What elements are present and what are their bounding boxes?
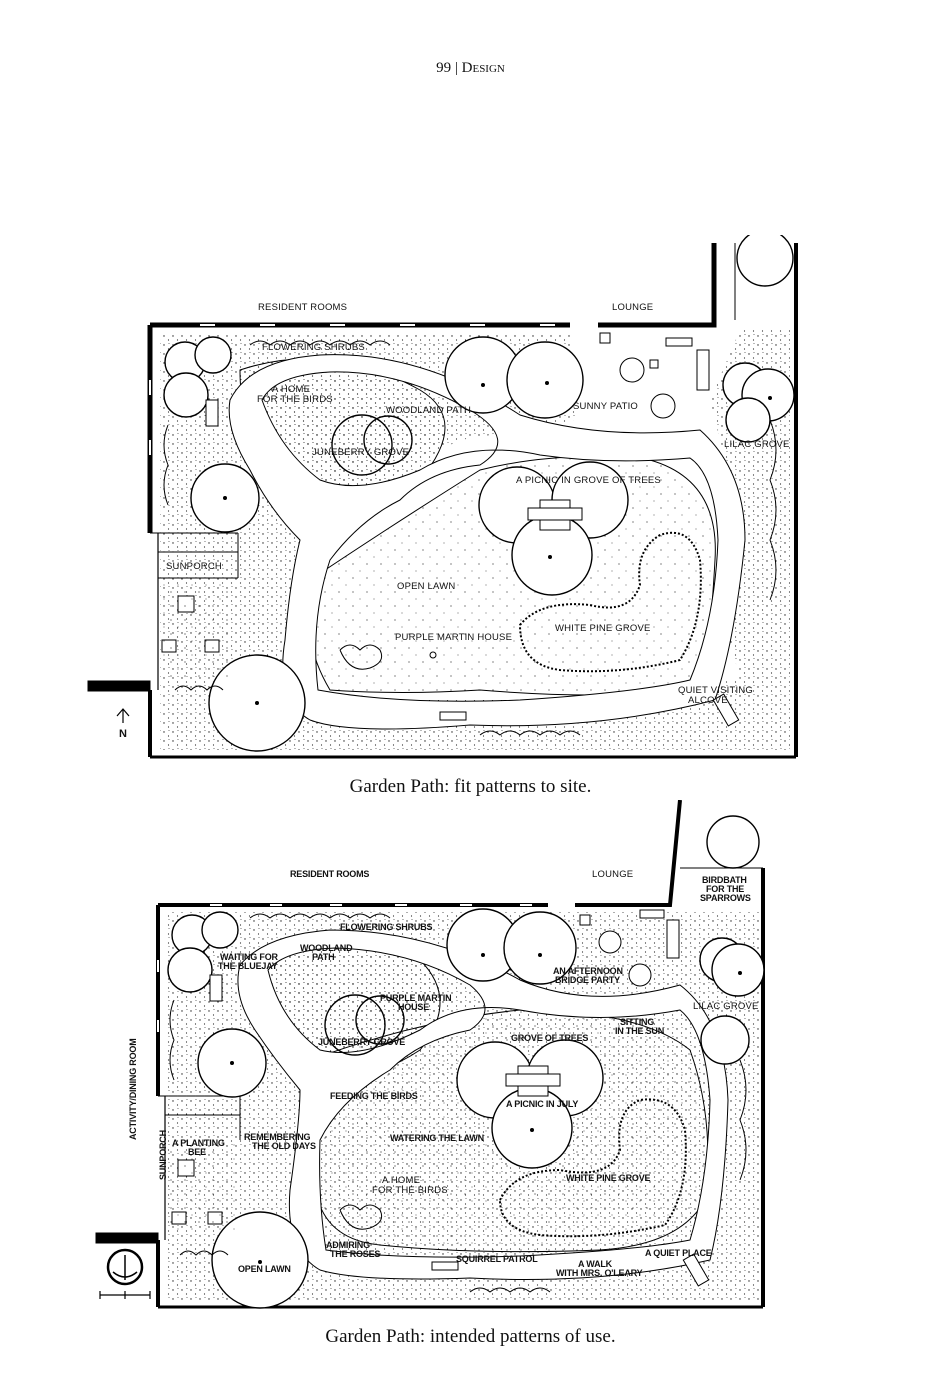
label-open-lawn: OPEN LAWN bbox=[397, 581, 455, 592]
label-resident-rooms: RESIDENT ROOMS bbox=[258, 302, 347, 313]
label-grove-of-trees-2: GROVE OF TREES bbox=[511, 1033, 588, 1043]
label-white-pine-grove: WHITE PINE GROVE bbox=[555, 623, 651, 634]
label-juneberry-grove-2: JUNEBERRY GROVE bbox=[318, 1037, 405, 1047]
windows bbox=[149, 324, 555, 455]
label-purple-martin-line2: HOUSE bbox=[398, 1002, 429, 1012]
label-woodland-path-line1: WOODLAND bbox=[300, 943, 353, 953]
label-resident-rooms-2: RESIDENT ROOMS bbox=[290, 869, 369, 879]
header-separator: | bbox=[454, 60, 458, 76]
white-pine-grove-shape-2 bbox=[498, 1098, 687, 1238]
garden-plan-fit-patterns: RESIDENT ROOMS LOUNGE FLOWERING SHRUBS A… bbox=[87, 235, 798, 759]
label-birdbath-line3: SPARROWS bbox=[700, 893, 751, 903]
garden-plan-intended-use: RESIDENT ROOMS LOUNGE BIRDBATH FOR THE S… bbox=[95, 800, 765, 1309]
label-purple-martin-house: PURPLE MARTIN HOUSE bbox=[395, 632, 512, 643]
tree-centers bbox=[223, 381, 772, 705]
tree-centers-2 bbox=[230, 953, 742, 1264]
label-white-pine-grove-2: WHITE PINE GROVE bbox=[566, 1173, 651, 1183]
label-remembering-line1: REMEMBERING bbox=[244, 1132, 311, 1142]
purple-martin-house-marker bbox=[429, 651, 437, 659]
page-header: 99 | Design bbox=[0, 60, 941, 77]
label-squirrel-patrol: SQUIRREL PATROL bbox=[456, 1254, 538, 1264]
label-sunporch-2: SUNPORCH bbox=[158, 1130, 168, 1180]
label-lounge: LOUNGE bbox=[612, 302, 653, 313]
label-home-birds-line1: A HOME bbox=[382, 1175, 420, 1186]
section-title: Design bbox=[461, 60, 505, 76]
label-picnic-july: A PICNIC IN JULY bbox=[506, 1099, 578, 1109]
shrubs-2 bbox=[169, 913, 747, 1293]
label-planting-bee-line2: BEE bbox=[188, 1147, 206, 1157]
label-afternoon-line2: BRIDGE PARTY bbox=[555, 975, 620, 985]
label-juneberry-grove: JUNEBERRY GROVE bbox=[312, 447, 409, 458]
label-flowering-shrubs-2: FLOWERING SHRUBS bbox=[340, 922, 432, 932]
label-birdbath-line2: FOR THE bbox=[706, 884, 744, 894]
label-waiting-line2: THE BLUEJAY bbox=[218, 961, 278, 971]
patio-tables bbox=[599, 332, 710, 419]
label-walk-line1: A WALK bbox=[578, 1259, 613, 1269]
label-admiring-line1: ADMIRING bbox=[326, 1240, 370, 1250]
north-arrow: N bbox=[116, 708, 130, 740]
label-quiet-place: A QUIET PLACE bbox=[645, 1248, 712, 1258]
windows-2 bbox=[157, 904, 532, 1032]
label-purple-martin-line1: PURPLE MARTIN bbox=[380, 993, 451, 1003]
page-number: 99 bbox=[436, 60, 452, 76]
label-sunny-patio: SUNNY PATIO bbox=[573, 401, 638, 412]
caption-plan1: Garden Path: fit patterns to site. bbox=[349, 776, 592, 797]
label-quiet-visiting-line2: ALCOVE bbox=[688, 695, 728, 706]
label-waiting-line1: WAITING FOR bbox=[220, 952, 278, 962]
compass-symbol bbox=[106, 1248, 144, 1286]
picnic-table bbox=[527, 499, 583, 531]
label-sitting-line1: SITTING bbox=[620, 1017, 654, 1027]
label-open-lawn-2: OPEN LAWN bbox=[238, 1264, 291, 1274]
label-quiet-visiting-line1: QUIET VISITING bbox=[678, 685, 753, 696]
label-remembering-line2: THE OLD DAYS bbox=[252, 1141, 316, 1151]
label-home-for-birds-line2: FOR THE BIRDS bbox=[257, 394, 333, 405]
label-lilac-grove-2: LILAC GROVE bbox=[693, 1001, 759, 1012]
label-watering-lawn: WATERING THE LAWN bbox=[390, 1133, 484, 1143]
picnic-table-2 bbox=[505, 1065, 561, 1097]
scale-bar bbox=[99, 1291, 151, 1299]
label-lounge-2: LOUNGE bbox=[592, 869, 633, 880]
label-afternoon-line1: AN AFTERNOON bbox=[553, 966, 623, 976]
label-admiring-line2: THE ROSES bbox=[330, 1249, 380, 1259]
label-picnic-grove: A PICNIC IN GROVE OF TREES bbox=[516, 475, 661, 486]
label-activity-room: ACTIVITY/DINING ROOM bbox=[128, 1039, 138, 1141]
label-lilac-grove: LILAC GROVE bbox=[724, 439, 790, 450]
sunporch-area-2 bbox=[168, 1140, 236, 1230]
label-walk-line2: WITH MRS. O'LEARY bbox=[556, 1268, 643, 1278]
label-woodland-path-line2: PATH bbox=[312, 952, 334, 962]
label-birdbath-line1: BIRDBATH bbox=[702, 875, 747, 885]
caption-plan2: Garden Path: intended patterns of use. bbox=[325, 1326, 616, 1347]
patio-tables-2 bbox=[579, 909, 680, 987]
label-feeding-birds: FEEDING THE BIRDS bbox=[330, 1091, 418, 1101]
north-label: N bbox=[119, 728, 127, 740]
sunporch-area bbox=[160, 580, 230, 680]
label-home-birds-line2: FOR THE BIRDS bbox=[372, 1185, 448, 1196]
label-sitting-line2: IN THE SUN bbox=[615, 1026, 664, 1036]
label-sunporch: SUNPORCH bbox=[166, 561, 222, 572]
shrubs bbox=[163, 340, 777, 736]
label-flowering-shrubs: FLOWERING SHRUBS bbox=[262, 342, 365, 353]
label-woodland-path: WOODLAND PATH bbox=[386, 405, 471, 416]
label-planting-bee-line1: A PLANTING bbox=[172, 1138, 225, 1148]
label-home-for-birds-line1: A HOME bbox=[272, 384, 310, 395]
